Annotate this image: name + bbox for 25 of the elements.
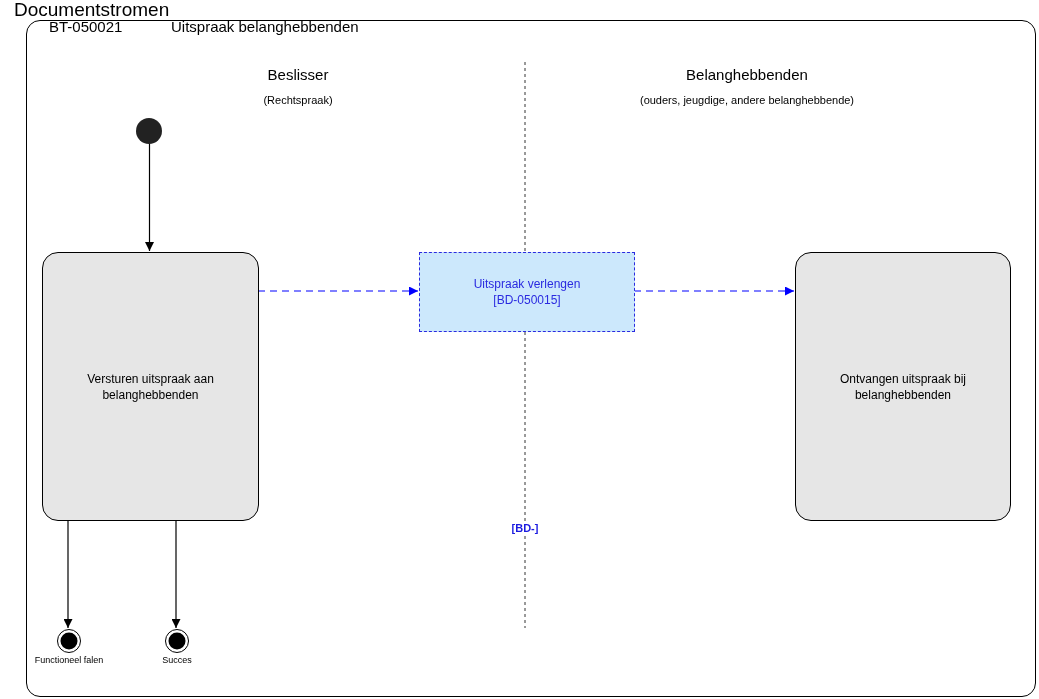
dashed-arrow (633, 286, 795, 296)
activity-box (42, 252, 259, 521)
arrow (171, 519, 181, 629)
lane-heading: Belanghebbenden (686, 66, 808, 83)
activity-box (795, 252, 1011, 521)
state-label: Succes (161, 655, 193, 665)
end-state (57, 629, 81, 653)
frame-heading: Uitspraak belanghebbenden (171, 18, 359, 35)
document-reference: [BD-] (510, 521, 540, 535)
state-label: Functioneel falen (34, 655, 104, 665)
arrow (63, 519, 73, 629)
box-text: Ontvangen uitspraak bij belanghebbenden (838, 370, 968, 403)
box-text: Uitspraak verlengen [BD-050015] (472, 276, 582, 308)
document-box (419, 252, 635, 332)
frame (26, 20, 1036, 697)
box-text: Versturen uitspraak aan belanghebbenden (86, 370, 215, 403)
start-state (136, 118, 162, 144)
lane-heading: Beslisser (267, 66, 329, 83)
frame-heading: BT-050021 (49, 18, 123, 35)
lane-subheading: (Rechtspraak) (263, 94, 333, 106)
end-state (165, 629, 189, 653)
arrow (145, 142, 154, 252)
lane-subheading: (ouders, jeugdige, andere belanghebbende) (639, 94, 855, 106)
page-title: Documentstromen (14, 0, 170, 21)
dashed-arrow (257, 286, 419, 296)
